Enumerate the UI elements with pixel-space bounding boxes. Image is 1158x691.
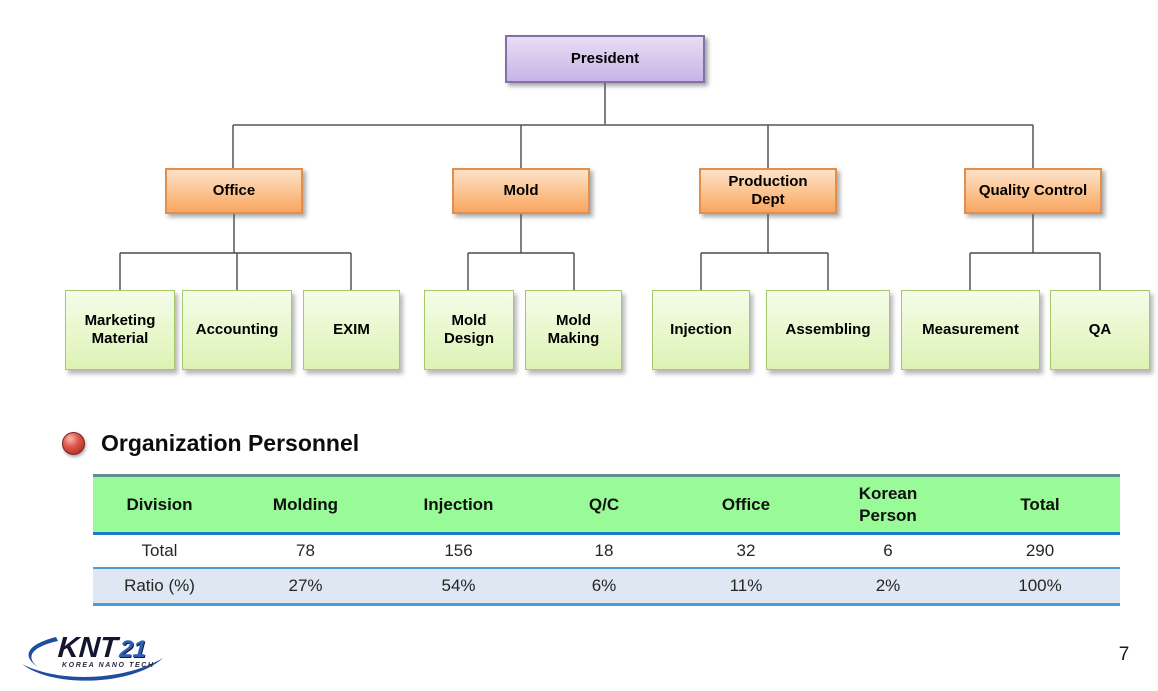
org-node-mold: Mold bbox=[452, 168, 590, 214]
org-node-qa: QA bbox=[1050, 290, 1150, 370]
org-node-quality-control: Quality Control bbox=[964, 168, 1102, 214]
red-ball-bullet-icon bbox=[62, 432, 85, 455]
cell-ratio-total: 100% bbox=[960, 567, 1120, 606]
col-header-molding: Molding bbox=[226, 474, 385, 535]
org-node-mold-design: Mold Design bbox=[424, 290, 514, 370]
org-node-exim: EXIM bbox=[303, 290, 400, 370]
logo-knt-text: KNT bbox=[56, 632, 119, 664]
cell-ratio-korean: 2% bbox=[816, 567, 960, 606]
table-row-total: Total 78 156 18 32 6 290 bbox=[93, 533, 1120, 569]
cell-ratio-qc: 6% bbox=[532, 567, 676, 606]
org-node-accounting: Accounting bbox=[182, 290, 292, 370]
table-row-ratio: Ratio (%) 27% 54% 6% 11% 2% 100% bbox=[93, 567, 1120, 606]
org-node-injection: Injection bbox=[652, 290, 750, 370]
cell-total-qc: 18 bbox=[532, 533, 676, 569]
org-node-mold-making: Mold Making bbox=[525, 290, 622, 370]
cell-ratio-molding: 27% bbox=[226, 567, 385, 606]
cell-total-office: 32 bbox=[676, 533, 816, 569]
col-header-division: Division bbox=[93, 474, 226, 535]
logo-text: KNT21 bbox=[57, 632, 148, 665]
col-header-office: Office bbox=[676, 474, 816, 535]
col-header-injection: Injection bbox=[385, 474, 532, 535]
org-node-measurement: Measurement bbox=[901, 290, 1040, 370]
col-header-total: Total bbox=[960, 474, 1120, 535]
col-header-korean-person: Korean Person bbox=[816, 474, 960, 535]
personnel-table: Division Molding Injection Q/C Office Ko… bbox=[93, 474, 1120, 606]
row-label: Ratio (%) bbox=[93, 567, 226, 606]
logo-21-text: 21 bbox=[118, 636, 148, 663]
org-node-assembling: Assembling bbox=[766, 290, 890, 370]
section-title: Organization Personnel bbox=[101, 430, 360, 456]
cell-total-total: 290 bbox=[960, 533, 1120, 569]
cell-ratio-office: 11% bbox=[676, 567, 816, 606]
cell-total-injection: 156 bbox=[385, 533, 532, 569]
cell-ratio-injection: 54% bbox=[385, 567, 532, 606]
table-header-row: Division Molding Injection Q/C Office Ko… bbox=[93, 474, 1120, 535]
logo-subtext: KOREA NANO TECH bbox=[62, 662, 155, 669]
org-node-marketing-material: Marketing Material bbox=[65, 290, 175, 370]
cell-total-korean: 6 bbox=[816, 533, 960, 569]
col-header-qc: Q/C bbox=[532, 474, 676, 535]
org-node-production-dept: Production Dept bbox=[699, 168, 837, 214]
org-node-office: Office bbox=[165, 168, 303, 214]
row-label: Total bbox=[93, 533, 226, 569]
org-node-president: President bbox=[505, 35, 705, 83]
section-header: Organization Personnel bbox=[62, 430, 359, 457]
logo-swoosh-icon bbox=[22, 637, 163, 681]
page-number: 7 bbox=[1118, 644, 1130, 665]
cell-total-molding: 78 bbox=[226, 533, 385, 569]
knt-logo: KNT21 KOREA NANO TECH bbox=[16, 626, 171, 686]
